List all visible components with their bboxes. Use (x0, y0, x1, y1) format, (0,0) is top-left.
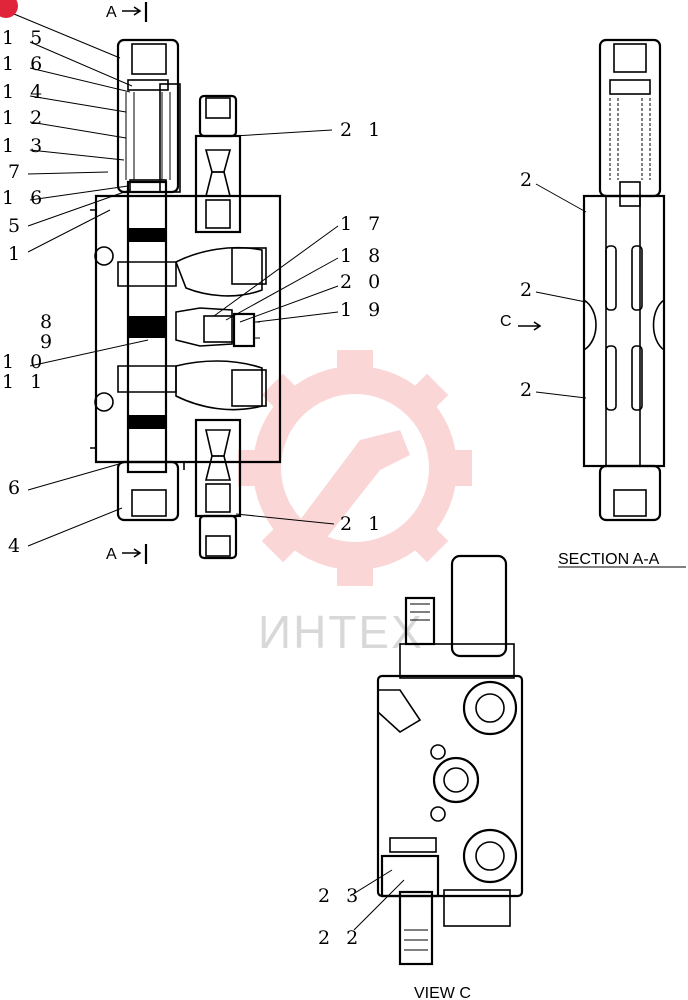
callout-1: 1 (8, 243, 25, 265)
callout-8: 8 (40, 311, 57, 333)
cap-side-wall (159, 83, 181, 193)
section-callout-2b: 2 (520, 279, 537, 301)
callout-13: 1 3 (2, 135, 47, 157)
callout-20: 2 0 (340, 271, 385, 293)
port-passage-lower (175, 360, 263, 411)
watermark-text: ИНТЕХ (258, 606, 424, 658)
top-cap-housing (116, 38, 180, 194)
right-callouts: 2 1 1 7 1 8 2 0 1 9 2 1 (340, 119, 385, 535)
section-callout-2c: 2 (520, 379, 537, 401)
check-valve-chamber (175, 307, 233, 347)
callout-7: 7 (8, 161, 25, 183)
top-adapter (399, 643, 515, 679)
callout-18: 1 8 (340, 245, 385, 267)
relief-valve-bottom (194, 418, 242, 560)
watermark (238, 350, 472, 586)
callout-14: 1 4 (2, 81, 47, 103)
top-cap-plug (131, 43, 167, 75)
section-a-a-view (582, 38, 666, 522)
name-plate (380, 854, 440, 898)
view-callout-22: 2 2 (318, 927, 363, 949)
callout-15: 1 5 (2, 27, 47, 49)
section-spring-icon (609, 98, 651, 180)
section-leader-lines (535, 183, 587, 399)
view-leader-lines (349, 869, 405, 931)
section-title: SECTION A-A (558, 551, 660, 568)
left-callouts: 3 1 5 1 6 1 4 1 2 1 3 7 1 6 5 1 8 9 1 0 … (2, 0, 57, 557)
callout-19: 1 9 (340, 299, 385, 321)
view-arrow-label: C (500, 313, 512, 330)
watermark-wrench-icon (300, 430, 410, 540)
watermark-gear-icon (253, 366, 457, 570)
callout-12: 1 2 (2, 107, 47, 129)
spool-lands (128, 228, 166, 429)
port-plug-upper (231, 247, 267, 285)
spring-icon (125, 92, 171, 180)
section-arrow-top-icon (122, 6, 142, 16)
left-leader-lines (13, 13, 149, 547)
view-c-body (376, 674, 524, 898)
body-chamfer (377, 689, 422, 733)
callout-10: 1 0 (2, 351, 47, 373)
body-edge-marks (90, 209, 96, 449)
view-callout-23: 2 3 (318, 885, 363, 907)
section-callout-2a: 2 (520, 169, 537, 191)
check-plug (232, 312, 256, 348)
spring-seat-upper (127, 79, 169, 91)
callout-4: 4 (8, 535, 25, 557)
section-arrow-bottom-icon (122, 548, 142, 558)
callout-16a: 1 6 (2, 53, 47, 75)
callout-17: 1 7 (340, 213, 385, 235)
body-bolt-hole-top (94, 246, 114, 266)
relief-valve-top (194, 94, 242, 234)
spool-groove-lower (117, 365, 177, 393)
right-leader-lines (213, 129, 339, 525)
view-arrow-icon (518, 321, 542, 331)
callout-16b: 1 6 (2, 187, 47, 209)
callout-6: 6 (8, 477, 25, 499)
view-title: VIEW C (414, 985, 471, 1000)
bottom-adapter (443, 889, 511, 927)
callout-9: 9 (40, 331, 57, 353)
section-marker-top: A (106, 4, 117, 21)
check-poppet (203, 315, 235, 343)
callout-5: 5 (8, 215, 25, 237)
solenoid-housing (450, 554, 508, 658)
port-center (432, 756, 480, 804)
bottom-nut (398, 890, 434, 966)
callout-11: 1 1 (2, 371, 47, 393)
port-upper (462, 680, 518, 736)
port-lower (462, 828, 518, 884)
callout-21a: 2 1 (340, 119, 385, 141)
port-plug-lower (231, 369, 267, 407)
bottom-cap-plug (131, 489, 167, 517)
spool-groove-upper (117, 261, 177, 287)
view-c (376, 554, 524, 966)
body-bolt-hole-bottom (94, 392, 114, 412)
bottom-cap-housing (116, 460, 180, 522)
main-cross-section (90, 38, 282, 560)
callout-21b: 2 1 (340, 513, 385, 535)
corner-badge-icon (0, 0, 18, 18)
valve-body-outline (94, 194, 282, 464)
section-marker-bottom: A (106, 546, 117, 563)
port-passage-upper (174, 246, 263, 297)
